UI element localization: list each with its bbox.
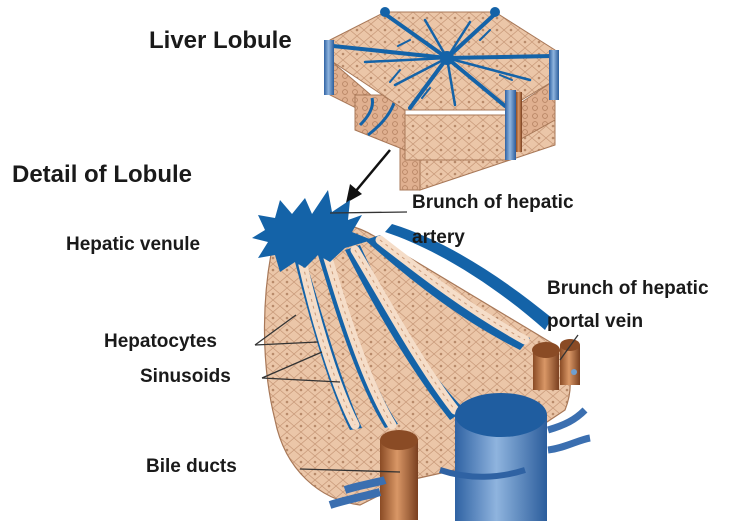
zoom-arrow bbox=[346, 150, 390, 203]
label-hepatocytes: Hepatocytes bbox=[104, 330, 217, 354]
title-detail-of-lobule: Detail of Lobule bbox=[12, 160, 192, 190]
label-artery-line1: Brunch of hepatic bbox=[412, 191, 574, 215]
liver-lobule-illustration bbox=[324, 7, 559, 190]
label-portal-line2: portal vein bbox=[547, 310, 643, 334]
portal-triad-right bbox=[532, 339, 580, 390]
title-liver-lobule: Liver Lobule bbox=[149, 26, 292, 56]
label-sinusoids: Sinusoids bbox=[140, 365, 231, 389]
label-portal-line1: Brunch of hepatic bbox=[547, 277, 709, 301]
label-bile-ducts: Bile ducts bbox=[146, 455, 237, 479]
label-artery-line2: artery bbox=[412, 226, 465, 250]
label-hepatic-venule: Hepatic venule bbox=[66, 233, 200, 257]
